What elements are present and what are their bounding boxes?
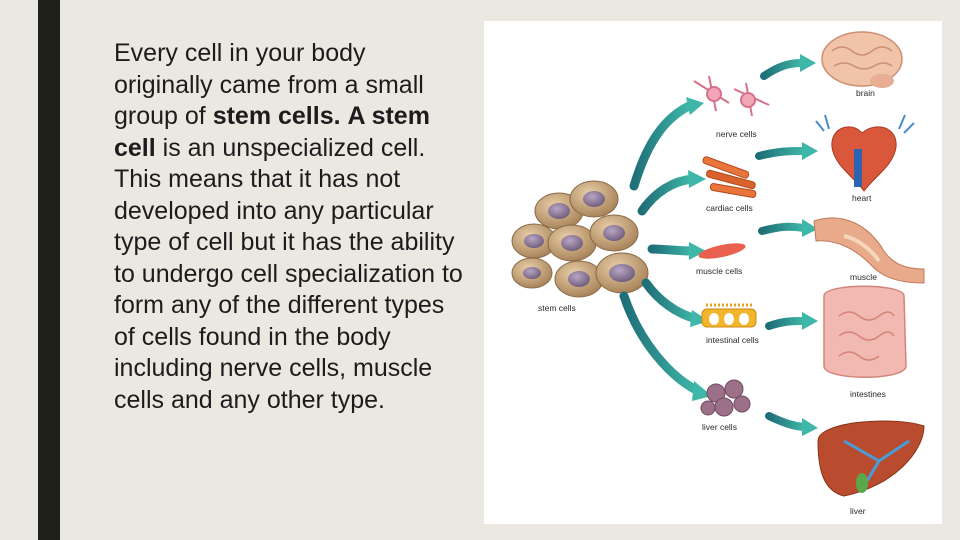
label-brain: brain bbox=[856, 88, 875, 98]
label-cardiac-cells: cardiac cells bbox=[706, 203, 753, 213]
diagram-svg: stem cells nerve cells cardiac cells mus… bbox=[511, 31, 925, 516]
intestinal-cells-icon bbox=[701, 303, 757, 328]
text-part-1: Every cell in your body originally came … bbox=[114, 39, 424, 130]
label-muscle: muscle bbox=[850, 272, 877, 282]
description-paragraph: Every cell in your body originally came … bbox=[114, 38, 464, 416]
cardiac-cells-icon bbox=[702, 156, 757, 198]
arrow-to-intestinal bbox=[641, 278, 701, 324]
liver-cells-icon bbox=[700, 379, 751, 417]
label-intestines: intestines bbox=[850, 389, 886, 399]
text-part-3: is an unspecialized cell. This means tha… bbox=[114, 133, 463, 414]
stem-cell-diagram: stem cells nerve cells cardiac cells mus… bbox=[484, 21, 942, 524]
text-part-2 bbox=[341, 102, 348, 130]
bold-a-stem-cell: A stem cell bbox=[114, 102, 430, 162]
stem-to-cell-arrows bbox=[619, 101, 703, 396]
nerve-cells-icon bbox=[693, 75, 770, 117]
label-muscle-cells: muscle cells bbox=[696, 266, 742, 276]
intestines-icon bbox=[823, 285, 907, 378]
label-liver: liver bbox=[850, 506, 866, 516]
label-liver-cells: liver cells bbox=[702, 422, 737, 432]
label-heart: heart bbox=[852, 193, 872, 203]
organ-arrow-heads bbox=[800, 54, 818, 436]
arrow-to-liver-cells bbox=[619, 291, 703, 396]
muscle-organ-icon bbox=[813, 217, 925, 284]
stem-cell-cluster-icon bbox=[511, 180, 649, 298]
label-intestinal-cells: intestinal cells bbox=[706, 335, 759, 345]
muscle-cells-icon bbox=[698, 243, 746, 259]
bold-stem-cells: stem cells. bbox=[212, 102, 341, 130]
arrow-to-cardiac bbox=[637, 174, 697, 216]
left-accent-bar bbox=[38, 0, 60, 540]
arrow-to-nerve bbox=[629, 101, 694, 191]
heart-icon bbox=[815, 114, 915, 192]
label-stem-cells: stem cells bbox=[538, 303, 576, 313]
cell-to-organ-arrows bbox=[755, 59, 808, 431]
brain-icon bbox=[821, 31, 903, 88]
arrow-to-muscle-cells bbox=[647, 244, 697, 256]
liver-icon bbox=[817, 420, 925, 497]
label-nerve-cells: nerve cells bbox=[716, 129, 757, 139]
